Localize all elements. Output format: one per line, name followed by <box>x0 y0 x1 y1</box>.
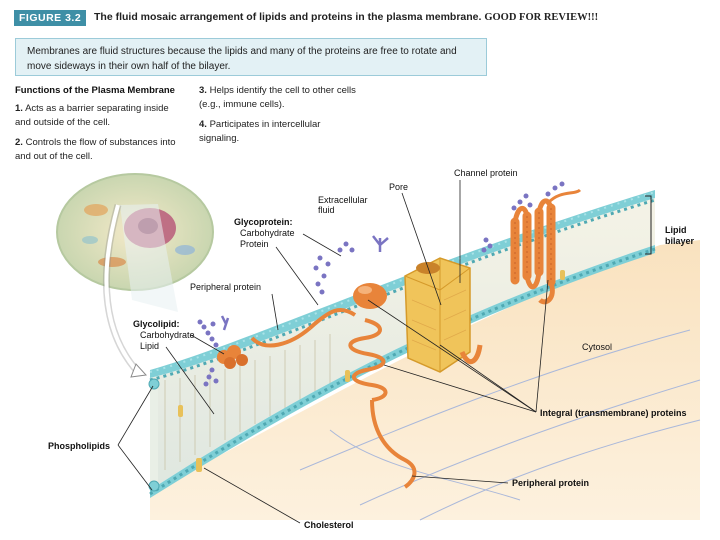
integral-protein-globular <box>353 283 387 309</box>
figure-header: FIGURE 3.2 The fluid mosaic arrangement … <box>14 10 714 28</box>
label-channel-protein: Channel protein <box>454 168 518 178</box>
label-lipid-bilayer: Lipid <box>665 225 687 235</box>
label-glycoprotein-carbohydrate: Carbohydrate <box>240 228 295 238</box>
function-text: Participates in intercellular signaling. <box>199 119 321 144</box>
label-cholesterol: Cholesterol <box>304 520 354 530</box>
integral-protein-coil <box>348 318 417 489</box>
integral-protein-helical <box>510 188 582 305</box>
callout-box: Membranes are fluid structures because t… <box>15 38 487 76</box>
label-integral-proteins: Integral (transmembrane) proteins <box>540 408 687 418</box>
review-note: GOOD FOR REVIEW!!! <box>484 12 599 23</box>
lipid-bilayer-bracket <box>645 195 652 255</box>
leader-lines <box>117 180 549 524</box>
figure-title: The fluid mosaic arrangement of lipids a… <box>94 11 598 23</box>
figure-badge: FIGURE 3.2 <box>14 10 87 26</box>
figure-title-text: The fluid mosaic arrangement of lipids a… <box>94 11 482 23</box>
phospholipid-tails <box>164 334 331 470</box>
inner-head-groups <box>150 245 655 498</box>
label-peripheral-protein-bottom: Peripheral protein <box>512 478 589 488</box>
peripheral-protein-top <box>250 326 312 348</box>
function-item-4: 4. Participates in intercellular signali… <box>199 118 359 146</box>
function-num: 1. <box>15 103 23 114</box>
function-num: 3. <box>199 85 207 96</box>
function-item-3: 3. Helps identify the cell to other cell… <box>199 84 371 112</box>
cholesterol <box>178 270 565 472</box>
label-glycolipid-carbohydrate: Carbohydrate <box>140 330 195 340</box>
label-peripheral-protein-top: Peripheral protein <box>190 282 261 292</box>
cytosol-region <box>150 240 700 520</box>
label-pore: Pore <box>389 182 408 192</box>
glycolipid-protein-cluster <box>217 345 248 369</box>
label-glycolipid: Glycolipid: <box>133 319 180 329</box>
channel-protein <box>404 257 483 373</box>
label-cytosol: Cytosol <box>582 342 612 352</box>
function-text: Controls the flow of substances into and… <box>15 137 176 162</box>
function-text: Acts as a barrier separating inside and … <box>15 103 169 128</box>
function-item-2: 2. Controls the flow of substances into … <box>15 136 193 164</box>
function-item-1: 1. Acts as a barrier separating inside a… <box>15 102 185 130</box>
label-glycoprotein: Glycoprotein: <box>234 217 293 227</box>
cell-inset <box>56 173 214 312</box>
function-text: Helps identify the cell to other cells (… <box>199 85 356 110</box>
carbohydrate-chains <box>197 181 565 387</box>
label-glycolipid-lipid: Lipid <box>140 341 159 351</box>
label-phospholipids: Phospholipids <box>48 441 110 451</box>
label-extracellular-fluid: fluid <box>318 205 335 215</box>
label-extracellular: Extracellular <box>318 195 368 205</box>
label-glycoprotein-protein: Protein <box>240 239 269 249</box>
label-lipid-bilayer-2: bilayer <box>665 236 695 246</box>
functions-title: Functions of the Plasma Membrane <box>15 85 175 96</box>
function-num: 2. <box>15 137 23 148</box>
function-num: 4. <box>199 119 207 130</box>
